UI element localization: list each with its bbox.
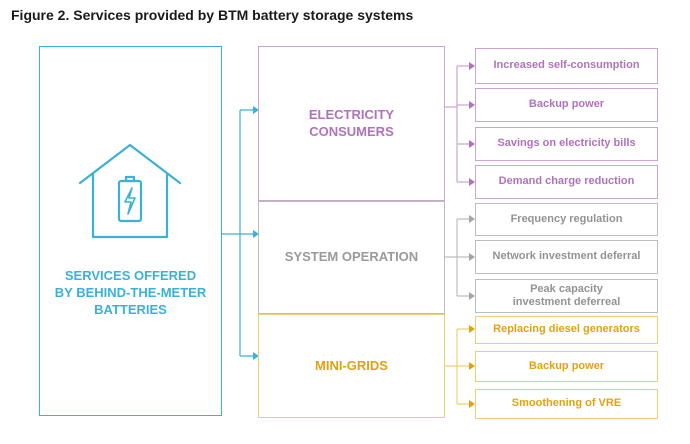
service-box: Replacing diesel generators	[475, 316, 658, 344]
left-label-line-1: SERVICES OFFERED	[64, 268, 197, 283]
category-label-line: SYSTEM OPERATION	[284, 249, 419, 265]
service-box: Increased self-consumption	[475, 48, 658, 84]
service-label: Smoothening of VRE	[511, 397, 622, 410]
service-label: Increased self-consumption	[493, 59, 640, 72]
services-offered-box	[39, 46, 222, 416]
service-label: Peak capacity	[530, 282, 603, 295]
service-label: Replacing diesel generators	[493, 323, 640, 336]
category-electricity-consumers: ELECTRICITY CONSUMERS	[258, 46, 445, 201]
left-label-line-2: BY BEHIND-THE-METER	[54, 284, 207, 300]
left-label-line-3: BATTERIES	[94, 301, 167, 317]
service-label: Backup power	[528, 359, 605, 372]
service-box: Backup power	[475, 88, 658, 122]
service-label: investment deferreal	[512, 296, 621, 308]
service-box: Frequency regulation	[475, 203, 658, 236]
category-label-line: ELECTRICITY	[308, 107, 395, 123]
service-label: Demand charge reduction	[498, 175, 635, 188]
service-label: Frequency regulation	[510, 212, 623, 225]
category-label-line: CONSUMERS	[309, 123, 394, 139]
house-battery-icon	[78, 143, 182, 239]
figure-title: Figure 2. Services provided by BTM batte…	[11, 7, 414, 23]
service-label: Backup power	[528, 98, 605, 111]
category-system-operation: SYSTEM OPERATION	[258, 201, 445, 314]
category-label-line: MINI-GRIDS	[315, 357, 388, 373]
service-label: Savings on electricity bills	[497, 137, 636, 150]
services-offered-label: SERVICES OFFERED BY BEHIND-THE-METER BAT…	[39, 268, 222, 319]
service-box: Backup power	[475, 351, 658, 382]
service-box: Peak capacity investment deferreal	[475, 279, 658, 313]
service-box: Network investment deferral	[475, 240, 658, 274]
service-label: Network investment deferral	[492, 250, 641, 263]
service-box: Demand charge reduction	[475, 165, 658, 199]
service-box: Savings on electricity bills	[475, 127, 658, 161]
service-box: Smoothening of VRE	[475, 389, 658, 419]
category-mini-grids: MINI-GRIDS	[258, 314, 445, 418]
